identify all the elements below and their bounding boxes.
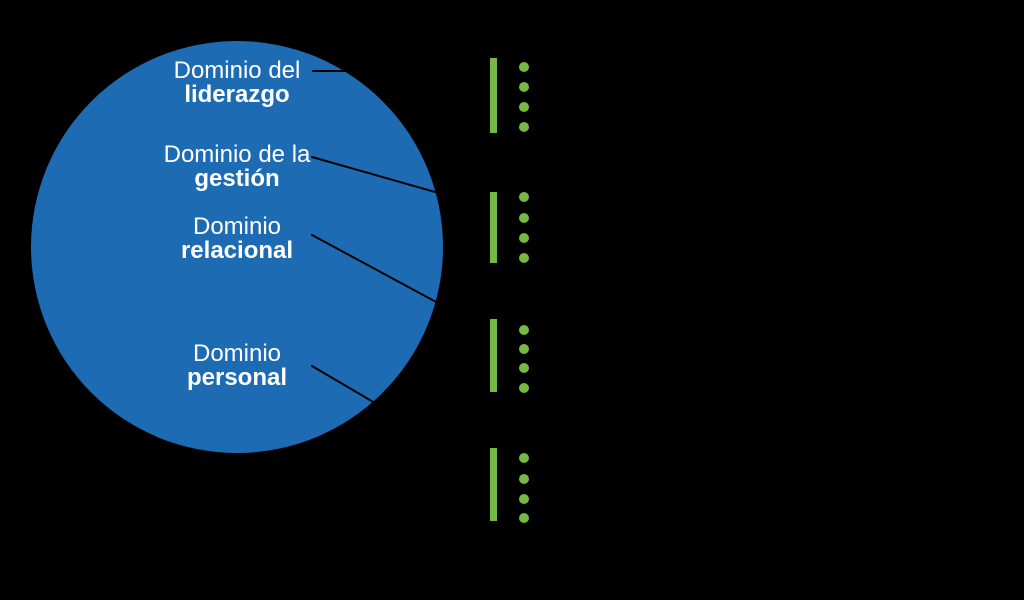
domain-label-line2: personal xyxy=(186,364,288,391)
label-dominio-relacional: Dominio relacional xyxy=(107,215,367,263)
group-bar xyxy=(490,192,497,263)
bullet-dot xyxy=(519,82,529,92)
bullet-dot xyxy=(519,344,529,354)
bullet-dot xyxy=(519,122,529,132)
domain-label-line1: Dominio xyxy=(192,213,282,240)
domain-label-line1: Dominio del xyxy=(173,57,301,84)
bullet-group-liderazgo xyxy=(490,58,530,133)
label-dominio-gestion: Dominio de la gestión xyxy=(107,143,367,191)
bullet-dot xyxy=(519,62,529,72)
label-dominio-liderazgo: Dominio del liderazgo xyxy=(107,59,367,107)
label-dominio-personal: Dominio personal xyxy=(107,342,367,390)
group-bar xyxy=(490,319,497,392)
bullet-dot xyxy=(519,102,529,112)
bullet-dot xyxy=(519,213,529,223)
bullet-dot xyxy=(519,233,529,243)
bullet-dot xyxy=(519,253,529,263)
bullet-dot xyxy=(519,513,529,523)
domain-label-line2: liderazgo xyxy=(184,81,290,108)
bullet-group-relacional xyxy=(490,319,530,393)
group-bar xyxy=(490,58,497,133)
domain-label-line2: relacional xyxy=(180,237,294,264)
bullet-group-personal xyxy=(490,448,530,523)
group-bar xyxy=(490,448,497,521)
bullet-dot xyxy=(519,325,529,335)
bullet-dot xyxy=(519,453,529,463)
bullet-dot xyxy=(519,383,529,393)
bullet-group-gestion xyxy=(490,192,530,263)
domain-label-line2: gestión xyxy=(194,165,280,192)
bullet-dot xyxy=(519,363,529,373)
bullet-dot xyxy=(519,192,529,202)
domain-label-line1: Dominio xyxy=(192,340,282,367)
domain-label-line1: Dominio de la xyxy=(163,141,311,168)
bullet-dot xyxy=(519,494,529,504)
bullet-dot xyxy=(519,474,529,484)
